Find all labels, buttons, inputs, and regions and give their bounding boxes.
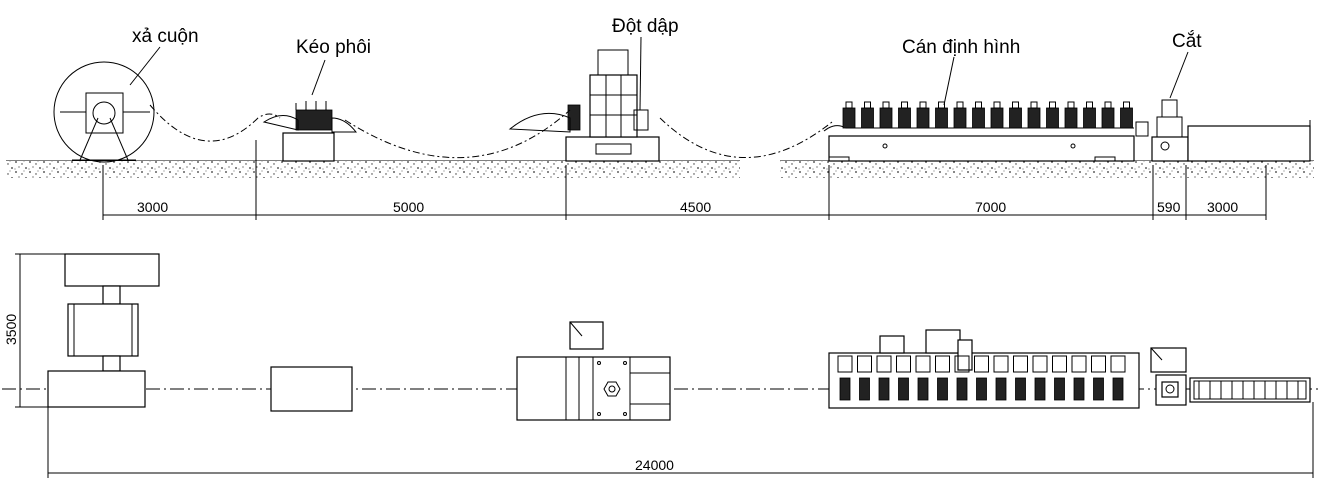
plan-stand — [1032, 355, 1048, 401]
plan-stand — [974, 355, 989, 401]
cutter-plan — [1150, 347, 1187, 406]
roll-stand — [879, 101, 893, 129]
plan-stand — [1052, 355, 1067, 401]
roll-stand — [953, 101, 967, 129]
roll-stand — [1101, 101, 1115, 129]
roll-stand — [898, 101, 911, 129]
dimension-4500: 4500 — [680, 199, 711, 215]
dimension-5000: 5000 — [393, 199, 424, 215]
strip-path-line — [149, 104, 833, 159]
plan-stand — [857, 355, 872, 401]
cutting-machine — [1135, 99, 1189, 162]
runout-table-slats — [1198, 381, 1299, 399]
punching-plan — [516, 321, 671, 421]
roll-stand — [1064, 101, 1078, 129]
dimension-3000-a: 3000 — [137, 199, 168, 215]
dimension-3500: 3500 — [3, 314, 19, 345]
uncoiler-plan — [47, 253, 160, 408]
dimension-chain — [102, 140, 1267, 220]
dimension-7000: 7000 — [975, 199, 1006, 215]
dimension-3000-b: 3000 — [1207, 199, 1238, 215]
station-label-roll-forming: Cán định hình — [902, 37, 1020, 58]
roll-stand — [1046, 101, 1059, 129]
station-label-cutting: Cắt — [1172, 30, 1202, 52]
roll-forming-stands — [842, 101, 1133, 129]
plan-view: 3500 24000 — [2, 253, 1320, 478]
plan-stand — [1110, 355, 1126, 401]
plan-stand — [1071, 355, 1087, 401]
plan-stand — [837, 355, 853, 401]
plan-stand — [896, 355, 911, 401]
label-leaders — [129, 36, 1189, 111]
roll-stand — [1009, 101, 1022, 129]
runout-table — [1187, 120, 1311, 162]
total-length-dimension — [47, 402, 1314, 478]
roll-stand — [861, 101, 874, 129]
station-label-punching: Đột dập — [612, 16, 679, 37]
runout-table-plan — [1189, 377, 1311, 403]
station-label-uncoiler: xả cuộn — [132, 26, 199, 47]
plan-stand — [876, 355, 892, 401]
plan-stand — [1013, 355, 1028, 401]
dimension-24000: 24000 — [635, 457, 674, 473]
side-elevation: xả cuộn Kéo phôi Đột dập Cán định hình C… — [6, 16, 1314, 220]
roll-stand — [972, 101, 985, 129]
dimension-590: 590 — [1157, 199, 1181, 215]
roll-forming-plan-stands — [837, 355, 1126, 401]
roll-stand — [842, 101, 856, 129]
plan-stand — [1091, 355, 1106, 401]
feeder-machine — [262, 101, 358, 162]
roll-stand — [1083, 101, 1096, 129]
roll-stand — [1027, 101, 1041, 129]
uncoiler-machine — [53, 61, 155, 163]
punching-press — [508, 49, 660, 162]
plan-stand — [915, 355, 931, 401]
feeder-plan — [270, 366, 353, 412]
station-label-feeder: Kéo phôi — [296, 37, 371, 58]
roll-stand — [935, 101, 948, 129]
roll-stand — [990, 101, 1004, 129]
roll-forming-machine — [823, 125, 1135, 162]
width-dimension — [15, 253, 65, 408]
ground-floor — [6, 160, 1314, 178]
plan-stand — [935, 355, 950, 401]
roll-stand — [1120, 101, 1133, 129]
plan-stand — [993, 355, 1009, 401]
plan-stand — [954, 355, 970, 401]
roll-stand — [916, 101, 930, 129]
